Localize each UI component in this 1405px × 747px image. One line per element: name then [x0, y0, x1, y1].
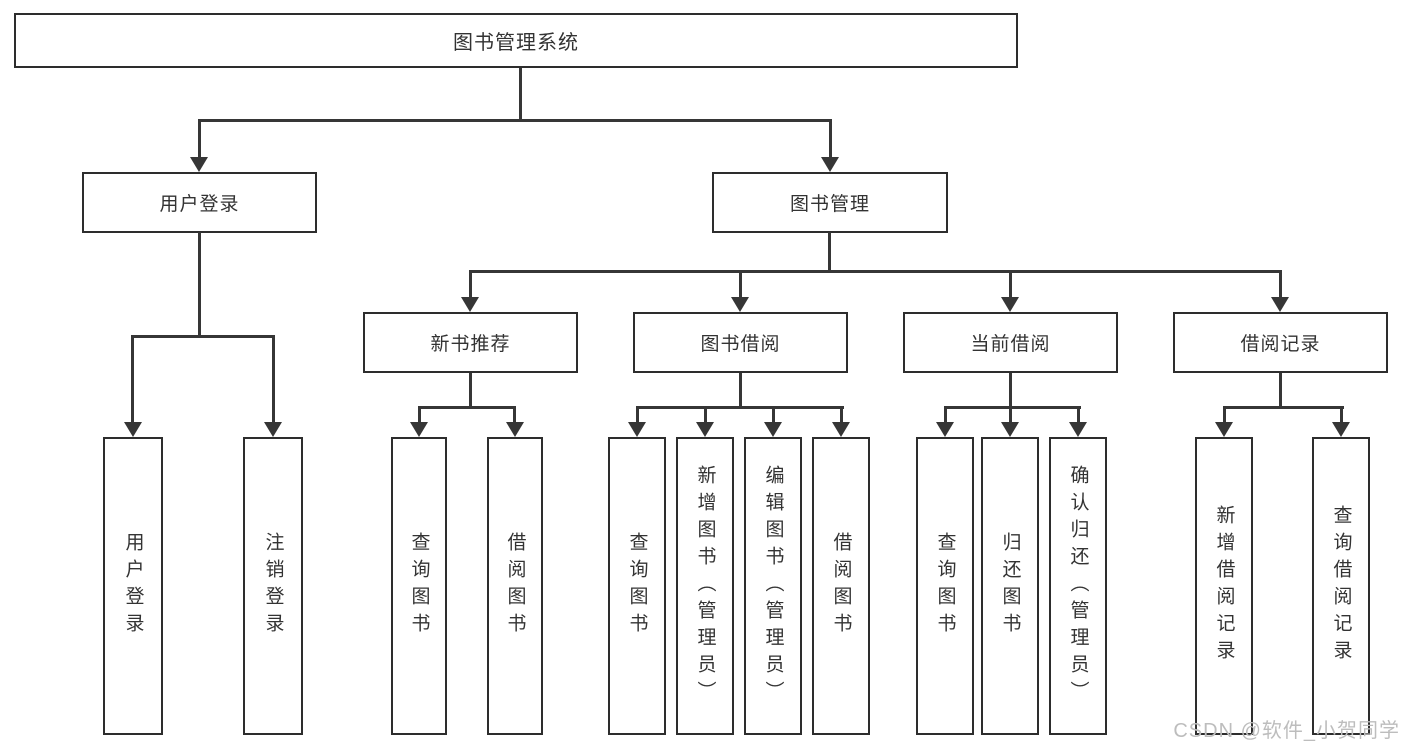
- connector-line: [469, 270, 472, 300]
- connector-line: [739, 270, 742, 300]
- connector-line: [829, 119, 832, 159]
- connector-line: [840, 406, 843, 426]
- leaf-borrow-books-recommend: 借阅图书: [487, 437, 543, 735]
- connector-line: [1009, 406, 1012, 426]
- leaf-query-books-recommend: 查询图书: [391, 437, 447, 735]
- node-current-borrow: 当前借阅: [903, 312, 1118, 373]
- arrow-down-icon: [461, 297, 479, 312]
- connector-line: [198, 119, 201, 159]
- connector-line: [1279, 270, 1282, 300]
- leaf-query-books-current: 查询图书: [916, 437, 974, 735]
- connector-line: [513, 406, 516, 426]
- connector-line: [272, 335, 275, 425]
- arrow-down-icon: [696, 422, 714, 437]
- connector-line: [1009, 373, 1012, 409]
- leaf-query-borrow-record: 查询借阅记录: [1312, 437, 1370, 735]
- node-user-login: 用户登录: [82, 172, 317, 233]
- node-book-management: 图书管理: [712, 172, 948, 233]
- arrow-down-icon: [190, 157, 208, 172]
- leaf-edit-books-admin: 编辑图书（管理员）: [744, 437, 802, 735]
- arrow-down-icon: [936, 422, 954, 437]
- connector-line: [1340, 406, 1343, 426]
- connector-line: [131, 335, 134, 425]
- arrow-down-icon: [832, 422, 850, 437]
- node-borrow-records: 借阅记录: [1173, 312, 1388, 373]
- node-root: 图书管理系统: [14, 13, 1018, 68]
- leaf-query-books-borrow: 查询图书: [608, 437, 666, 735]
- leaf-borrow-books: 借阅图书: [812, 437, 870, 735]
- node-new-book-recommend: 新书推荐: [363, 312, 578, 373]
- arrow-down-icon: [821, 157, 839, 172]
- connector-line: [198, 119, 832, 122]
- connector-line: [198, 232, 201, 338]
- connector-line: [772, 406, 775, 426]
- connector-line: [469, 373, 472, 409]
- arrow-down-icon: [506, 422, 524, 437]
- connector-line: [131, 335, 275, 338]
- arrow-down-icon: [1332, 422, 1350, 437]
- connector-line: [636, 406, 844, 409]
- connector-line: [1077, 406, 1080, 426]
- csdn-watermark: CSDN @软件_小贺同学: [1173, 720, 1400, 742]
- connector-line: [519, 68, 522, 120]
- connector-line: [1279, 373, 1282, 409]
- arrow-down-icon: [1069, 422, 1087, 437]
- arrow-down-icon: [410, 422, 428, 437]
- connector-line: [1223, 406, 1344, 409]
- leaf-add-books-admin: 新增图书（管理员）: [676, 437, 734, 735]
- connector-line: [828, 232, 831, 273]
- arrow-down-icon: [628, 422, 646, 437]
- node-book-borrow: 图书借阅: [633, 312, 848, 373]
- connector-line: [418, 406, 516, 409]
- arrow-down-icon: [731, 297, 749, 312]
- connector-line: [636, 406, 639, 426]
- arrow-down-icon: [1271, 297, 1289, 312]
- arrow-down-icon: [264, 422, 282, 437]
- leaf-logout: 注销登录: [243, 437, 303, 735]
- leaf-user-login: 用户登录: [103, 437, 163, 735]
- connector-line: [1223, 406, 1226, 426]
- arrow-down-icon: [764, 422, 782, 437]
- connector-line: [739, 373, 742, 409]
- arrow-down-icon: [1001, 297, 1019, 312]
- connector-line: [1009, 270, 1012, 300]
- arrow-down-icon: [1001, 422, 1019, 437]
- connector-line: [944, 406, 947, 426]
- connector-line: [944, 406, 1081, 409]
- leaf-add-borrow-record: 新增借阅记录: [1195, 437, 1253, 735]
- arrow-down-icon: [1215, 422, 1233, 437]
- arrow-down-icon: [124, 422, 142, 437]
- connector-line: [704, 406, 707, 426]
- leaf-confirm-return-admin: 确认归还（管理员）: [1049, 437, 1107, 735]
- leaf-return-books: 归还图书: [981, 437, 1039, 735]
- connector-line: [469, 270, 1282, 273]
- connector-line: [418, 406, 421, 426]
